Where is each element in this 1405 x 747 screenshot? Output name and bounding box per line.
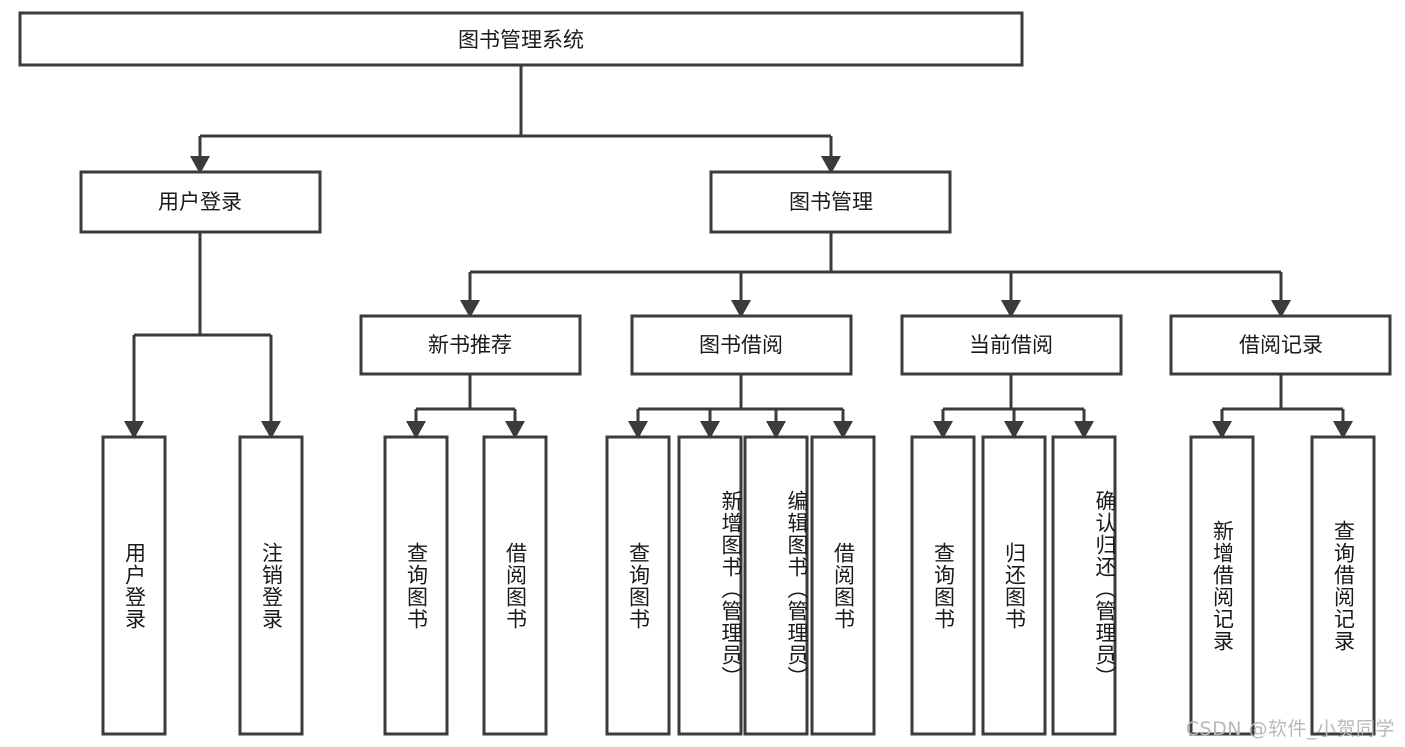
node-root[interactable]: 图书管理系统 — [18, 11, 1024, 67]
node-book-management[interactable]: 图书管理 — [709, 170, 952, 234]
arrowhead-leaf-logout — [261, 421, 281, 439]
node-leaf-query-borrow-record-box[interactable] — [1310, 435, 1376, 736]
node-root-label: 图书管理系统 — [458, 28, 584, 52]
node-user-login-label: 用户登录 — [158, 190, 242, 214]
connector-user-login-bus — [132, 232, 273, 423]
node-book-borrow-box[interactable] — [630, 314, 853, 376]
arrowhead-leaf-query-book-current — [933, 421, 953, 439]
arrowhead-borrow-record — [1271, 300, 1291, 318]
node-leaf-edit-book-box[interactable] — [743, 435, 809, 736]
arrowhead-leaf-query-book-recommend — [406, 421, 426, 439]
node-borrow-record[interactable]: 借阅记录 — [1169, 314, 1392, 376]
arrowhead-leaf-edit-book — [766, 421, 786, 439]
connector-new-book-recommend-bus — [414, 374, 517, 423]
connector-book-borrow-bus — [636, 374, 845, 423]
node-current-borrow[interactable]: 当前借阅 — [900, 314, 1123, 376]
node-new-book-recommend-label: 新书推荐 — [428, 333, 512, 357]
arrowhead-leaf-return-book — [1004, 421, 1024, 439]
arrowhead-leaf-add-book — [700, 421, 720, 439]
arrowhead-leaf-query-book-borrow — [628, 421, 648, 439]
csdn-watermark: CSDN @软件_小贺同学 — [1185, 718, 1395, 740]
connector-root-bus — [198, 65, 833, 158]
node-leaf-add-book-box[interactable] — [677, 435, 743, 736]
arrowhead-leaf-confirm-return — [1074, 421, 1094, 439]
node-user-login-box[interactable] — [79, 170, 322, 234]
node-leaf-return-book-box[interactable] — [981, 435, 1047, 736]
arrowhead-leaf-user-login — [124, 421, 144, 439]
node-book-borrow[interactable]: 图书借阅 — [630, 314, 853, 376]
node-new-book-recommend-box[interactable] — [359, 314, 582, 376]
node-root-box[interactable] — [18, 11, 1024, 67]
node-leaf-borrow-book-box[interactable] — [810, 435, 876, 736]
arrowhead-leaf-query-borrow-record — [1333, 421, 1353, 439]
arrowhead-user-login — [190, 156, 210, 174]
node-book-borrow-label: 图书借阅 — [699, 333, 783, 357]
arrowhead-new-book-recommend — [460, 300, 480, 318]
node-leaf-user-login-box[interactable] — [101, 435, 167, 736]
node-leaf-borrow-book-recommend-box[interactable] — [482, 435, 548, 736]
node-layer: 图书管理系统 用户登录 图书管理 新书推荐 图书借阅 — [18, 11, 1392, 736]
node-current-borrow-box[interactable] — [900, 314, 1123, 376]
arrowhead-leaf-borrow-book-recommend — [505, 421, 525, 439]
connector-book-management-bus — [468, 232, 1283, 302]
node-borrow-record-box[interactable] — [1169, 314, 1392, 376]
node-book-management-box[interactable] — [709, 170, 952, 234]
connector-layer — [124, 65, 1353, 439]
arrowhead-leaf-add-borrow-record — [1212, 421, 1232, 439]
node-borrow-record-label: 借阅记录 — [1239, 333, 1323, 357]
node-leaf-query-book-current-box[interactable] — [910, 435, 976, 736]
node-leaf-logout-box[interactable] — [238, 435, 304, 736]
node-leaf-add-borrow-record-box[interactable] — [1189, 435, 1255, 736]
connector-current-borrow-bus — [941, 374, 1086, 423]
node-leaf-query-book-borrow-box[interactable] — [605, 435, 671, 736]
arrowhead-book-borrow — [731, 300, 751, 318]
node-current-borrow-label: 当前借阅 — [969, 333, 1053, 357]
arrowhead-current-borrow — [1001, 300, 1021, 318]
node-new-book-recommend[interactable]: 新书推荐 — [359, 314, 582, 376]
connector-borrow-record-bus — [1220, 374, 1345, 423]
arrowhead-book-management — [821, 156, 841, 174]
node-leaf-query-book-recommend-box[interactable] — [383, 435, 449, 736]
node-user-login[interactable]: 用户登录 — [79, 170, 322, 234]
arrowhead-leaf-borrow-book — [833, 421, 853, 439]
node-book-management-label: 图书管理 — [789, 190, 873, 214]
node-leaf-confirm-return-box[interactable] — [1051, 435, 1117, 736]
